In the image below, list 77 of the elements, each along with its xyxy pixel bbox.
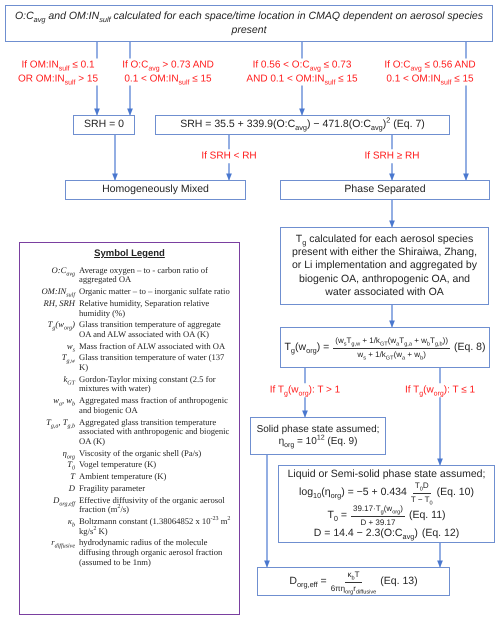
process-box bbox=[73, 115, 135, 135]
symbol-definition: Vogel temperature (K) bbox=[79, 460, 156, 470]
symbol-definition: Viscosity of the organic shell (Pa/s) bbox=[79, 448, 202, 458]
symbol-term: k$_{GT}$ bbox=[62, 374, 76, 388]
process-box bbox=[65, 180, 246, 200]
node-text: Homogeneously Mixed bbox=[102, 183, 209, 197]
process-box bbox=[257, 567, 450, 596]
symbol-term: κ$_{b}$ bbox=[66, 516, 76, 531]
symbol-term: D$_{org,eff}$ bbox=[52, 496, 77, 510]
symbol-definition: Glass transition temperature of aggregate OA and ALW associated with OA (K) bbox=[79, 320, 222, 340]
node-text: T$_{g}$ calculated for each aerosol species present with either the Shiraiwa, Zhang, or Li implementation and aggregated by biogenic OA, anthropogenic OA, and water associated with OA bbox=[290, 233, 478, 299]
symbol-term: T$_{g,w}$ bbox=[60, 353, 76, 368]
symbol-term: η$_{org}$ bbox=[62, 448, 76, 458]
equation-text: Liquid or Semi-solid phase state assumed; bbox=[288, 468, 486, 481]
symbol-definition: Gordon-Taylor mixing constant (2.5 for mixtures with water) bbox=[79, 374, 217, 394]
equation-text: D = 14.4 − 2.3(O:C$_{avg}$) bbox=[314, 527, 418, 540]
node-text: O:C$_{avg}$ and OM:IN$_{sulf}$ calculated for each space/time location in CMAQ dependent on aerosol species present bbox=[14, 10, 484, 37]
symbol-term: T$_{0}$ bbox=[66, 460, 76, 470]
symbol-term: w$_{a}$, w$_{b}$ bbox=[52, 396, 76, 410]
symbol-term: w$_{s}$ bbox=[66, 342, 76, 352]
arrow bbox=[389, 305, 395, 328]
symbol-legend-panel bbox=[19, 242, 240, 615]
arrow bbox=[264, 455, 270, 568]
fraction-numerator: (w$_{s}$T$_{g,w}$ + 1/k$_{GT}$(w$_{a}$T$_{g,a}$ + w$_{b}$T$_{g,b}$)) bbox=[333, 336, 450, 349]
symbol-term: OM:IN$_{sulf}$ bbox=[40, 287, 77, 297]
fraction-denominator: T − T$_{0}$ bbox=[410, 494, 433, 504]
legend-title: Symbol Legend bbox=[94, 249, 165, 260]
symbol-definition: Average oxygen – to - carbon ratio of aggregated OA bbox=[79, 266, 209, 286]
process-box bbox=[278, 465, 495, 543]
equation-text: (Eq. 8) bbox=[454, 340, 486, 354]
symbol-term: O:C$_{avg}$ bbox=[50, 266, 76, 280]
process-box bbox=[155, 115, 450, 135]
arrow bbox=[437, 543, 443, 568]
node-text: η$_{org}$ = 10$^{12}$ (Eq. 9) bbox=[278, 436, 358, 448]
symbol-definition: Mass fraction of ALW associated with OA bbox=[79, 342, 226, 352]
process-box bbox=[280, 327, 490, 368]
equation-text: T$_{0}$ = bbox=[327, 509, 348, 522]
symbol-term: T bbox=[69, 472, 76, 482]
equation-text: (Eq. 10) bbox=[436, 486, 474, 499]
fraction-denominator: 6πη$_{org}$r$_{diffusive}$ bbox=[330, 583, 376, 594]
arrow bbox=[389, 200, 395, 228]
node-text: SRH = 0 bbox=[84, 118, 124, 132]
symbol-term: T$_{g}$(w$_{org}$) bbox=[46, 320, 76, 334]
equation-text: D$_{org,eff}$ = bbox=[289, 574, 327, 588]
symbol-definition: Fragility parameter bbox=[79, 484, 146, 494]
symbol-definition: Boltzmann constant (1.38064852 x 10$^{-23}$ m$^{2}$ kg/s$^{2}$ K) bbox=[79, 516, 232, 536]
equation-text: log$_{10}$(η$_{org}$) = −5 + 0.434 bbox=[299, 486, 407, 499]
symbol-term: D bbox=[68, 484, 76, 494]
symbol-definition: Glass transition temperature of water (137 K) bbox=[79, 353, 226, 373]
fraction-numerator: T$_{0}$D bbox=[412, 480, 431, 494]
fraction-denominator: w$_{s}$ + 1/k$_{GT}$(w$_{a}$ + w$_{b}$) bbox=[357, 349, 426, 360]
symbol-definition: Ambient temperature (K) bbox=[79, 472, 166, 482]
arrow bbox=[112, 135, 118, 181]
symbol-definition: Organic matter – to – inorganic sulfate ratio bbox=[79, 287, 230, 297]
equation-text: T$_{g}$(w$_{org}$) = bbox=[284, 340, 330, 354]
equation-text: (Eq. 13) bbox=[380, 574, 418, 588]
process-box bbox=[280, 227, 489, 305]
equation-text: (Eq. 12) bbox=[422, 527, 460, 540]
equation-text: (Eq. 11) bbox=[408, 509, 446, 522]
fraction-denominator: D + 39.17 bbox=[360, 517, 396, 528]
fraction-numerator: κ$_{b}$T bbox=[345, 570, 362, 583]
condition-label: If OM:IN$_{sulf}$ ≤ 0.1 OR OM:IN$_{sulf}$ > 15 bbox=[16, 58, 100, 86]
symbol-definition: Relative humidity, Separation relative humidity (%) bbox=[79, 298, 210, 318]
node-text: Phase Separated bbox=[344, 183, 426, 197]
process-box bbox=[250, 417, 386, 455]
node-text: Solid phase state assumed; bbox=[256, 424, 380, 434]
fraction-numerator: 39.17·T$_{g}$(w$_{org}$) bbox=[351, 504, 405, 518]
symbol-definition: Aggregated glass transition temperature associated with anthropogenic and biogenic OA (K) bbox=[79, 418, 230, 447]
node-text: SRH = 35.5 + 339.9(O:C$_{avg}$) − 471.8(O:C$_{avg}$)$^{2}$ (Eq. 7) bbox=[180, 118, 425, 132]
symbol-term: RH, SRH bbox=[42, 298, 76, 310]
process-box bbox=[5, 5, 493, 42]
symbol-definition: Aggregated mass fraction of anthropogenic and biogenic OA bbox=[79, 396, 229, 416]
symbol-definition: Effective diffusivity of the organic aerosol fraction (m$^{2}$/s) bbox=[79, 496, 226, 515]
symbol-definition: hydrodynamic radius of the molecule diffusing through organic aerosol fraction (assumed to be 1nm) bbox=[79, 538, 224, 568]
process-box bbox=[280, 180, 490, 200]
symbol-term: r$_{diffusive}$ bbox=[50, 538, 76, 552]
symbol-term: T$_{g,a}$, T$_{g,b}$ bbox=[45, 418, 76, 432]
